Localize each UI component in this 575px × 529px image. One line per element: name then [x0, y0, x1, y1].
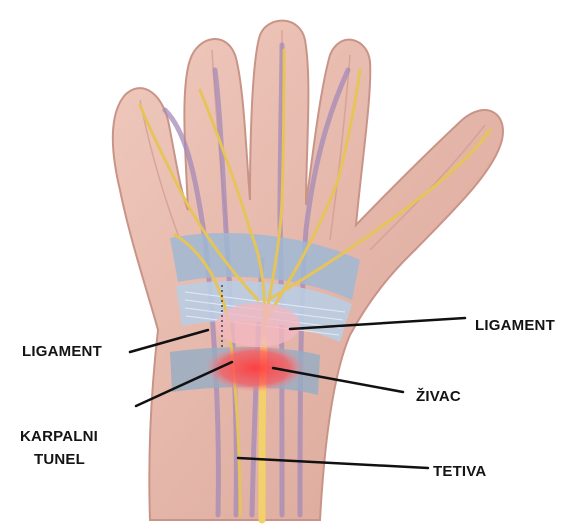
label-ligament-right: LIGAMENT — [475, 316, 555, 335]
label-ligament-left: LIGAMENT — [22, 342, 102, 361]
ligament-dome — [216, 303, 300, 347]
label-karpalni-line1: KARPALNI — [20, 425, 98, 448]
label-karpalni-tunel: KARPALNI TUNEL — [20, 425, 98, 471]
label-zivac: ŽIVAC — [416, 387, 461, 406]
label-karpalni-line2: TUNEL — [20, 448, 98, 471]
label-tetiva: TETIVA — [433, 462, 486, 481]
